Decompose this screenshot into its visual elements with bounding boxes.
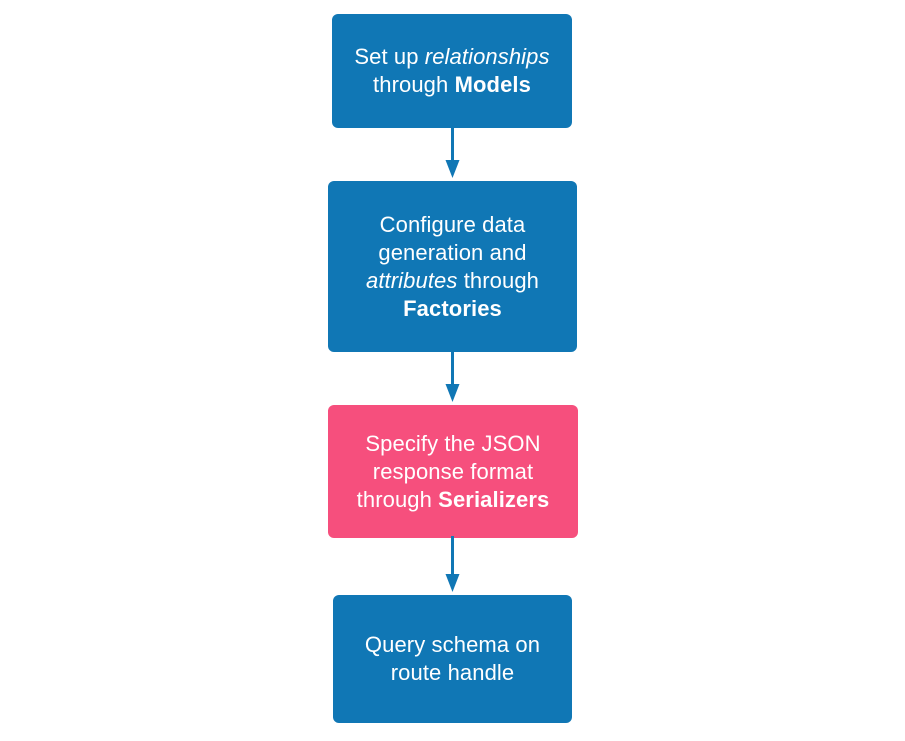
text-run-normal: Query schema on route handle (364, 632, 541, 685)
flow-edge-factories-to-serializers (430, 350, 475, 408)
flow-edge-serializers-to-query (430, 536, 475, 598)
text-run-italic: attributes (365, 267, 458, 293)
flow-node-models-label: Set up relationships through Models (342, 43, 562, 99)
flow-node-query[interactable]: Query schema on route handle (333, 595, 572, 723)
text-run-normal: Specify the JSON response format through (356, 430, 541, 512)
text-run-normal: Configure data generation and (378, 211, 527, 265)
text-run-bold: Serializers (438, 486, 550, 512)
text-run-bold: Models (454, 72, 531, 97)
text-run-bold: Factories (403, 295, 502, 321)
text-run-normal: through (457, 267, 540, 293)
flow-node-factories-label: Configure data generation and attributes… (338, 211, 567, 323)
flow-node-serializers-label: Specify the JSON response format through… (338, 430, 568, 514)
text-run-normal: Set up (354, 44, 425, 69)
flow-node-models[interactable]: Set up relationships through Models (332, 14, 572, 128)
flow-node-query-label: Query schema on route handle (343, 631, 562, 687)
text-run-italic: relationships (424, 44, 550, 69)
flow-edge-models-to-factories (430, 126, 475, 184)
arrowhead-down-icon (445, 384, 460, 402)
arrowhead-down-icon (445, 574, 460, 592)
arrowhead-down-icon (445, 160, 460, 178)
flow-node-factories[interactable]: Configure data generation and attributes… (328, 181, 577, 352)
flow-node-serializers[interactable]: Specify the JSON response format through… (328, 405, 578, 538)
text-run-normal: through (373, 72, 455, 97)
